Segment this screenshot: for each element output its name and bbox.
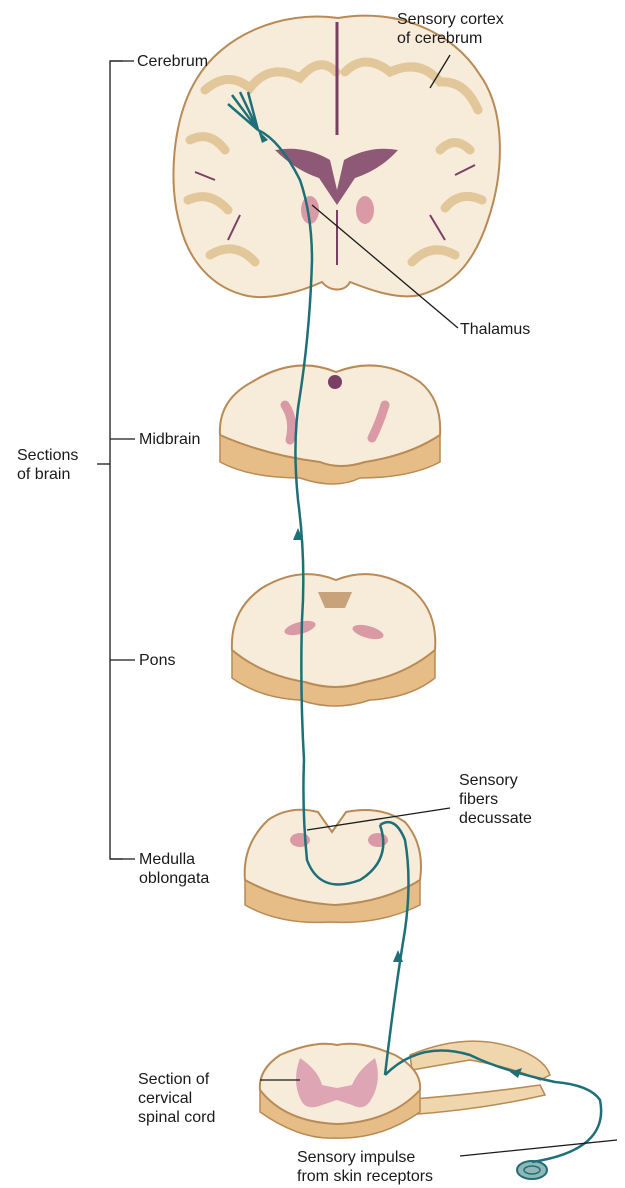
label-thalamus: Thalamus	[460, 320, 530, 339]
label-sensory-cortex: Sensory cortex of cerebrum	[397, 10, 504, 48]
label-sensory-impulse: Sensory impulse from skin receptors	[297, 1148, 433, 1186]
pons-section	[232, 574, 435, 706]
spinal-cord-section	[260, 1041, 550, 1138]
label-midbrain: Midbrain	[139, 430, 200, 449]
medulla-nucleus-right	[368, 833, 388, 847]
cerebrum-section	[173, 16, 499, 297]
label-medulla: Medulla oblongata	[139, 850, 209, 888]
medulla-nucleus-left	[290, 833, 310, 847]
pons-top	[232, 574, 435, 687]
midbrain-section	[220, 365, 440, 484]
thalamus-nucleus-right	[356, 196, 374, 224]
label-pons: Pons	[139, 651, 175, 670]
label-section-spinal-cord: Section of cervical spinal cord	[138, 1070, 215, 1127]
skin-receptor	[517, 1161, 547, 1179]
label-cerebrum: Cerebrum	[137, 52, 208, 71]
leader-sensory-impulse	[460, 1140, 617, 1156]
cerebral-aqueduct	[328, 375, 342, 389]
bracket-sections-of-brain	[110, 61, 123, 859]
label-sensory-fibers: Sensory fibers decussate	[459, 771, 532, 828]
label-sections-of-brain: Sections of brain	[17, 446, 78, 484]
spinal-root-lower	[400, 1085, 545, 1115]
